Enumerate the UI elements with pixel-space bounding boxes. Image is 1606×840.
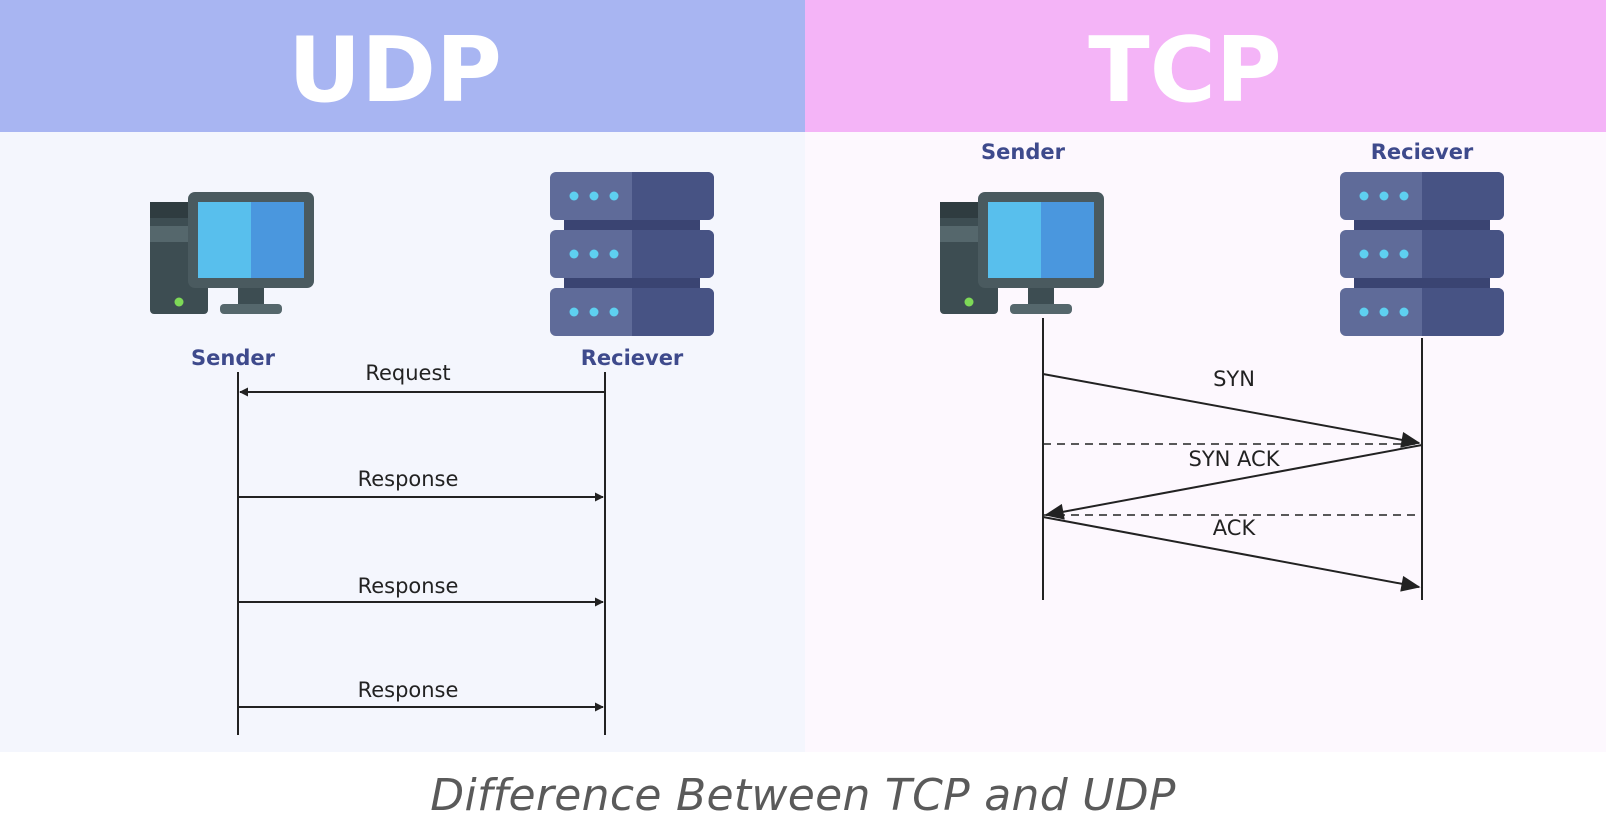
- udp-receiver-label: Reciever: [581, 346, 684, 370]
- udp-message-label: Response: [358, 467, 459, 491]
- tcp-ack-arrow: [1042, 516, 1421, 592]
- tcp-message-label: SYN: [1213, 367, 1255, 391]
- udp-message-label: Request: [365, 361, 450, 385]
- tcp-message-label: ACK: [1213, 516, 1257, 540]
- udp-message-label: Response: [358, 678, 459, 702]
- tcp-header: [805, 0, 1606, 132]
- tcp-syn-arrow: [1042, 373, 1421, 448]
- tcp-receiver-label: Reciever: [1371, 140, 1474, 164]
- udp-header: [0, 0, 805, 132]
- udp-sender-label: Sender: [191, 346, 276, 370]
- figure-caption: Difference Between TCP and UDP: [430, 770, 1176, 821]
- tcp-panel: TCP Sender Reciever SYN SYN ACK ACK: [805, 0, 1606, 752]
- tcp-message-label: SYN ACK: [1189, 447, 1281, 471]
- udp-title: UDP: [288, 18, 502, 123]
- udp-panel: UDP Sender Reciever Request Response Res…: [0, 0, 805, 752]
- tcp-sender-label: Sender: [981, 140, 1066, 164]
- tcp-syn-ack-arrow: [1044, 444, 1423, 520]
- server-rack-icon: [1340, 172, 1504, 336]
- server-rack-icon: [550, 172, 714, 336]
- tcp-title: TCP: [1088, 18, 1281, 123]
- tcp-udp-diagram: UDP Sender Reciever Request Response Res…: [0, 0, 1606, 752]
- udp-message-label: Response: [358, 574, 459, 598]
